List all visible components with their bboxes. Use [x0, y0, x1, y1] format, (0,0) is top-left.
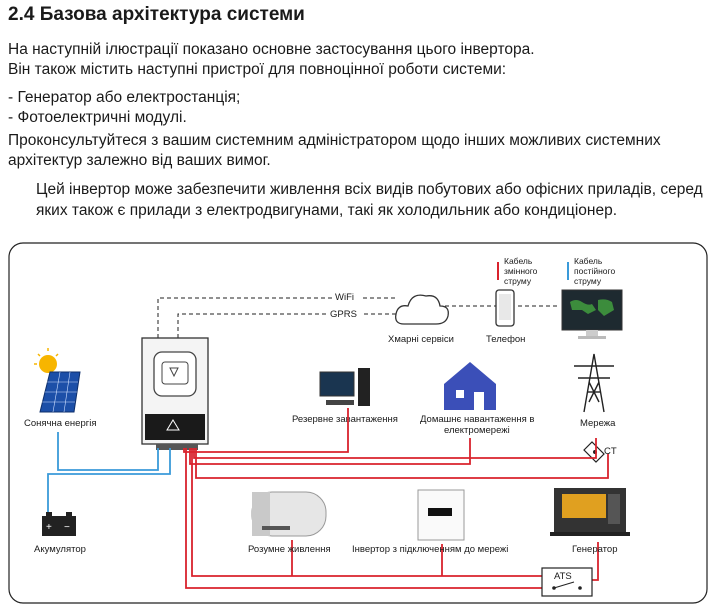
intro-line-3: - Генератор або електростанція;: [8, 89, 241, 106]
paragraph-line-2: яких також є прилади з електродвигунами,…: [36, 202, 618, 219]
intro-line-5: Проконсультуйтеся з вашим системним адмі…: [8, 132, 661, 149]
ct-label: CT: [604, 446, 617, 457]
svg-text:Кабель: Кабель: [574, 256, 603, 266]
phone-label: Телефон: [486, 334, 525, 345]
intro-line-6: архітектур залежно від ваших вимог.: [8, 152, 271, 169]
solar-panel-icon: [34, 348, 81, 413]
battery-icon: + −: [42, 512, 76, 536]
system-architecture-diagram: WiFi GPRS Хмарні сервіси Телефон Кабель …: [8, 242, 708, 604]
generator-label: Генератор: [572, 544, 618, 555]
svg-text:постійного: постійного: [574, 266, 615, 276]
grid-tower-icon: [574, 353, 614, 413]
cloud-label: Хмарні сервіси: [388, 334, 454, 345]
ats-label: ATS: [554, 571, 572, 582]
svg-text:Кабель: Кабель: [504, 256, 533, 266]
generator-icon: [550, 488, 630, 536]
home-load-label-2: електромережі: [444, 425, 510, 436]
cloud-icon: [395, 294, 449, 325]
svg-text:+: +: [46, 522, 52, 533]
wifi-label: WiFi: [335, 292, 354, 303]
battery-label: Акумулятор: [34, 544, 86, 555]
dc-cables: [47, 432, 171, 512]
ac-cables: [183, 408, 609, 589]
backup-label: Резервне завантаження: [292, 414, 398, 425]
svg-text:струму: струму: [574, 276, 602, 286]
home-icon: [444, 362, 496, 410]
diagram-frame: [8, 242, 708, 604]
intro-line-1: На наступній ілюстрації показано основне…: [8, 41, 535, 58]
ats-box: [541, 567, 593, 597]
svg-text:−: −: [64, 522, 70, 533]
section-title: 2.4 Базова архітектура системи: [8, 4, 305, 25]
home-load-label-1: Домашнє навантаження в: [420, 414, 534, 425]
intro-line-2: Він також містить наступні пристрої для …: [8, 61, 507, 78]
svg-text:струму: струму: [504, 276, 532, 286]
monitor-icon: [561, 289, 623, 339]
grid-inverter-icon: [417, 489, 465, 541]
inverter-icon: [141, 337, 209, 450]
solar-label: Сонячна енергія: [24, 418, 96, 429]
intro-line-4: - Фотоелектричні модулі.: [8, 109, 187, 126]
svg-text:змінного: змінного: [504, 266, 538, 276]
grid-inverter-label: Інвертор з підключенням до мережі: [352, 544, 508, 555]
smart-load-label: Розумне живлення: [248, 544, 331, 555]
computer-icon: [319, 368, 370, 406]
comm-links: [157, 297, 560, 338]
water-heater-icon: [251, 491, 327, 537]
legend-dc: Кабель постійного струму: [567, 256, 615, 286]
legend-ac: Кабель змінного струму: [497, 256, 538, 286]
phone-icon: [495, 289, 515, 327]
grid-label: Мережа: [580, 418, 616, 429]
paragraph-line-1: Цей інвертор може забезпечити живлення в…: [36, 181, 703, 198]
gprs-label: GPRS: [330, 309, 357, 320]
